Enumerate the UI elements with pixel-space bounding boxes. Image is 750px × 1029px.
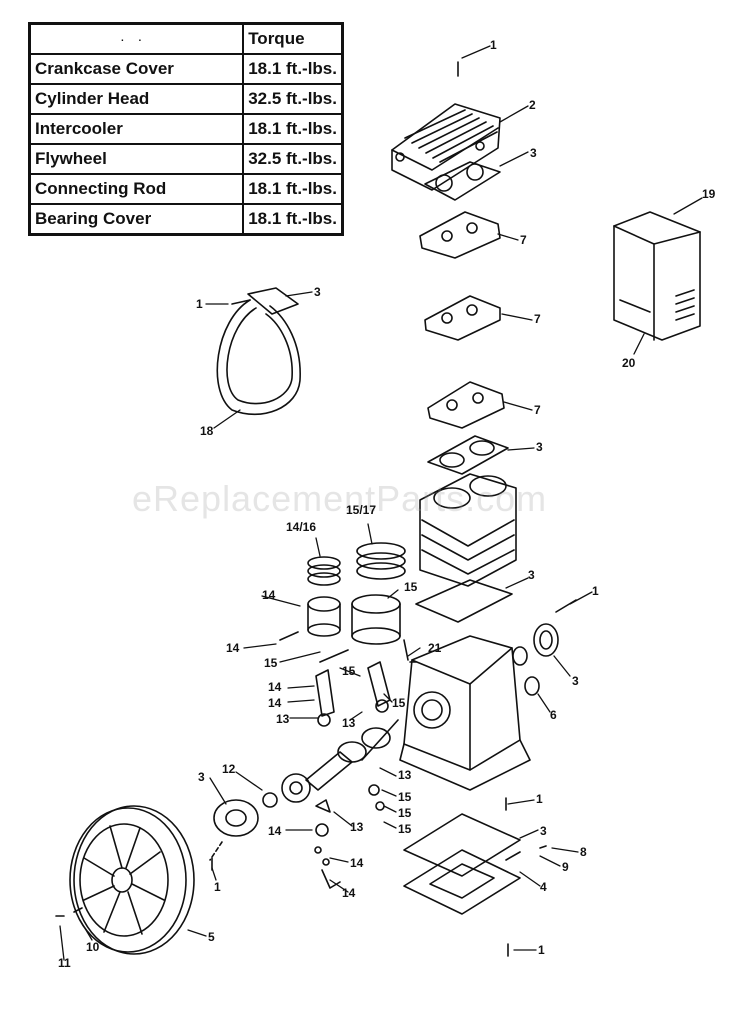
part-name-cell: Cylinder Head xyxy=(28,83,245,115)
callout-label: 4 xyxy=(540,880,547,894)
callout-label: 1 xyxy=(490,38,497,52)
callout-label: 1 xyxy=(538,943,545,957)
callout-label: 3 xyxy=(198,770,205,784)
part-name-cell: Intercooler xyxy=(28,113,245,145)
part-name-cell: Crankcase Cover xyxy=(28,53,245,85)
callout-label: 1 xyxy=(214,880,221,894)
bearing-cover-part xyxy=(512,623,559,696)
header-torque-cell: Torque xyxy=(242,22,344,55)
callout-label: 15 xyxy=(404,580,418,594)
assembly-line xyxy=(209,841,223,861)
table-row: Flywheel 32.5 ft.-lbs. xyxy=(28,143,344,175)
valve-plate-part xyxy=(419,211,505,429)
callout-label: 14/16 xyxy=(286,520,317,534)
callout-label: 8 xyxy=(580,845,587,859)
callout-label: 15 xyxy=(342,664,356,678)
callout-label: 13 xyxy=(342,716,356,730)
callout-label: 13 xyxy=(398,768,412,782)
torque-value-cell: 18.1 ft.-lbs. xyxy=(242,53,344,85)
torque-value-cell: 18.1 ft.-lbs. xyxy=(242,203,344,236)
part-name-cell: Connecting Rod xyxy=(28,173,245,205)
torque-value-cell: 18.1 ft.-lbs. xyxy=(242,113,344,145)
callout-label: 14 xyxy=(342,886,356,900)
cylinder-gasket-part xyxy=(415,579,513,623)
callout-label: 1 xyxy=(536,792,543,806)
wrist-pin-part xyxy=(279,631,349,663)
intercooler-part xyxy=(391,103,501,191)
part-name-cell: Bearing Cover xyxy=(28,203,245,236)
callout-label: 14 xyxy=(262,588,276,602)
callout-label: 7 xyxy=(520,233,527,247)
leader-lines xyxy=(59,45,703,961)
table-row: Cylinder Head 32.5 ft.-lbs. xyxy=(28,83,344,115)
torque-value-cell: 32.5 ft.-lbs. xyxy=(242,143,344,175)
callout-label: 19 xyxy=(702,187,716,201)
callout-label: 15 xyxy=(398,806,412,820)
callout-label: 3 xyxy=(536,440,543,454)
callout-label: 14 xyxy=(268,696,282,710)
callout-label: 2 xyxy=(529,98,536,112)
callout-label: 14 xyxy=(350,856,364,870)
callout-label: 3 xyxy=(540,824,547,838)
callout-label: 15/17 xyxy=(346,503,377,517)
callout-label: 12 xyxy=(222,762,236,776)
callout-label: 13 xyxy=(276,712,290,726)
table-row: Bearing Cover 18.1 ft.-lbs. xyxy=(28,203,344,236)
watermark: eReplacementParts.com xyxy=(132,478,548,519)
piston-part xyxy=(307,594,401,645)
callout-label: 10 xyxy=(86,940,100,954)
front-bearing-part xyxy=(213,773,311,837)
callout-label: 20 xyxy=(622,356,636,370)
torque-table: . . Torque Crankcase Cover 18.1 ft.-lbs.… xyxy=(28,22,344,236)
callout-label: 7 xyxy=(534,403,541,417)
gasket-part xyxy=(424,161,501,201)
table-row: Crankcase Cover 18.1 ft.-lbs. xyxy=(28,53,344,85)
callout-label: 13 xyxy=(350,820,364,834)
cylinder-block-part xyxy=(419,473,517,587)
crankshaft-part xyxy=(305,719,399,791)
table-row: Intercooler 18.1 ft.-lbs. xyxy=(28,113,344,145)
part-name-cell: Flywheel xyxy=(28,143,245,175)
callout-label: 1 xyxy=(196,297,203,311)
callout-label: 15 xyxy=(398,790,412,804)
crankcase-cover-part xyxy=(403,813,521,915)
callout-label: 5 xyxy=(208,930,215,944)
bolt-parts xyxy=(55,61,577,957)
callout-label: 1 xyxy=(592,584,599,598)
small-parts-cluster xyxy=(314,784,385,889)
torque-value-cell: 32.5 ft.-lbs. xyxy=(242,83,344,115)
callout-label: 21 xyxy=(428,641,442,655)
callout-label: 7 xyxy=(534,312,541,326)
crankcase-part xyxy=(399,635,531,791)
head-gasket-part xyxy=(427,435,509,475)
callout-label: 3 xyxy=(530,146,537,160)
callout-label: 14 xyxy=(226,641,240,655)
callout-label: 3 xyxy=(572,674,579,688)
callout-label: 14 xyxy=(268,680,282,694)
callout-label: 11 xyxy=(58,956,71,970)
callout-label: 6 xyxy=(550,708,557,722)
piston-rings-part xyxy=(307,542,406,586)
callout-label: 9 xyxy=(562,860,569,874)
drive-belt-part xyxy=(216,287,301,415)
callout-label: 15 xyxy=(264,656,278,670)
callout-label: 18 xyxy=(200,424,214,438)
callout-label: 15 xyxy=(392,696,406,710)
torque-value-cell: 18.1 ft.-lbs. xyxy=(242,173,344,205)
callout-label: 14 xyxy=(268,824,282,838)
callout-label: 3 xyxy=(314,285,321,299)
table-row: Connecting Rod 18.1 ft.-lbs. xyxy=(28,173,344,205)
callout-label: 15 xyxy=(398,822,412,836)
belt-guard-part xyxy=(613,211,701,341)
flywheel-part xyxy=(69,805,195,955)
callout-label: 3 xyxy=(528,568,535,582)
